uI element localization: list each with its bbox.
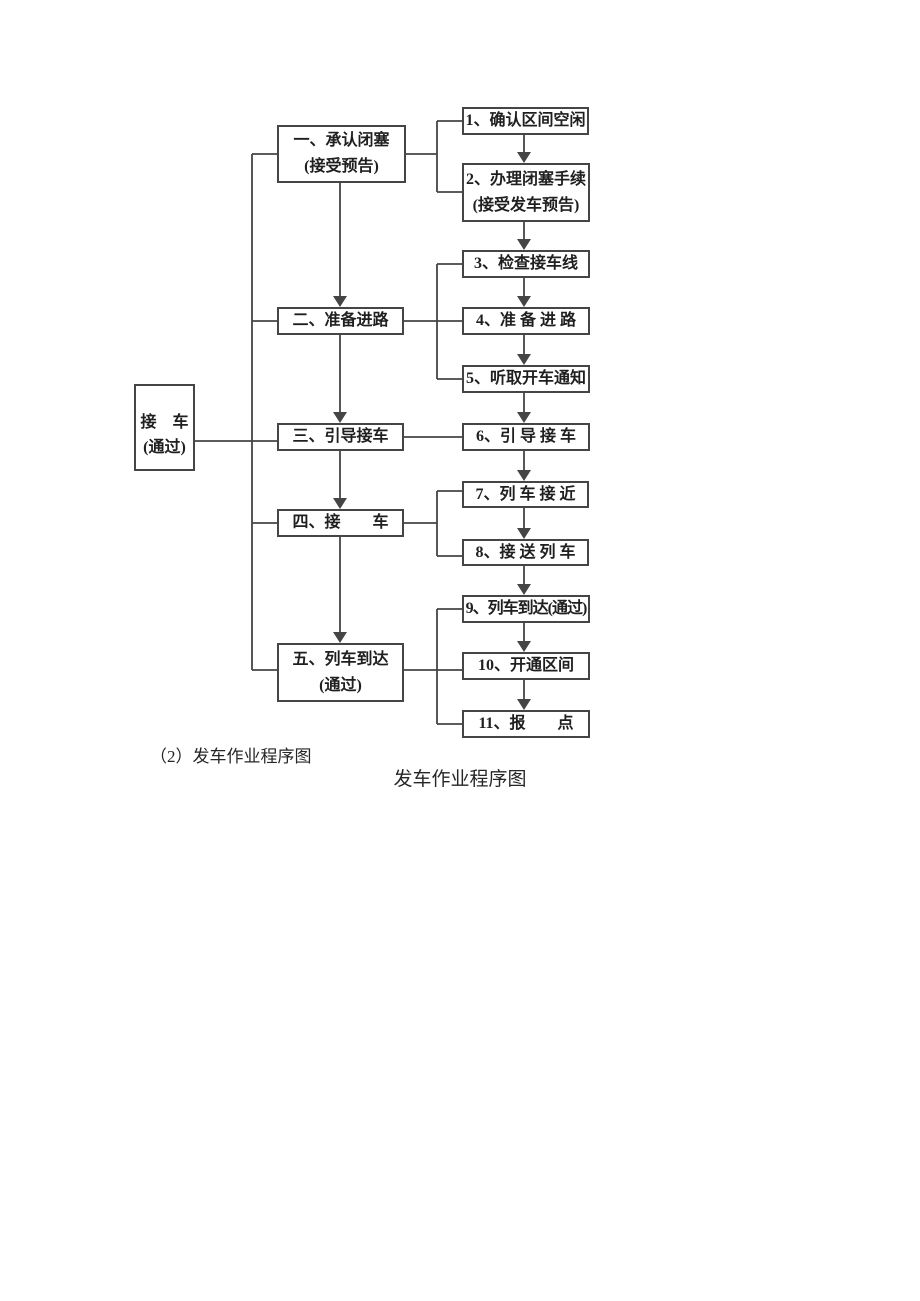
- box-label-line: (接受发车预告): [472, 196, 580, 214]
- box-label-line: (通过): [319, 676, 362, 694]
- step-box-4: 4、准 备 进 路: [462, 307, 590, 335]
- stage-box-3: 三、引导接车: [277, 423, 404, 451]
- connector-lines: [195, 120, 462, 725]
- stage-box-5: 五、列车到达 (通过): [277, 643, 404, 702]
- box-label-line: 7、列 车 接 近: [475, 485, 576, 503]
- step-box-5: 5、听取开车通知: [462, 365, 590, 393]
- box-label-line: 2、办理闭塞手续: [465, 170, 586, 188]
- box-receive-train: 接 车 (通过): [134, 384, 195, 471]
- box-label-line: 接 车: [140, 413, 189, 431]
- step-box-9: 9、列车到达(通过): [462, 595, 590, 623]
- box-label-line: 五、列车到达: [292, 650, 389, 668]
- step-box-10: 10、开通区间: [462, 652, 590, 680]
- box-label-line: 6、引 导 接 车: [475, 428, 576, 445]
- step-box-2: 2、办理闭塞手续 (接受发车预告): [462, 163, 590, 222]
- arrow-shafts: [339, 135, 525, 701]
- box-label-line: 11、报 点: [478, 715, 574, 732]
- box-label-line: 8、接 送 列 车: [475, 543, 576, 561]
- box-label-line: 三、引导接车: [292, 428, 389, 445]
- stage-box-1: 一、承认闭塞 (接受预告): [277, 125, 406, 183]
- box-label-line: 9、列车到达(通过): [465, 600, 588, 617]
- box-label-line: 四、接 车: [292, 514, 389, 531]
- box-label-line: 10、开通区间: [477, 657, 574, 674]
- step-box-7: 7、列 车 接 近: [462, 481, 589, 508]
- box-label-line: (接受预告): [304, 158, 379, 175]
- stage-box-2: 二、准备进路: [277, 307, 404, 335]
- box-label-line: (通过): [143, 438, 186, 456]
- box-label-line: 5、听取开车通知: [465, 370, 586, 387]
- step-box-3: 3、检查接车线: [462, 250, 590, 278]
- step-box-6: 6、引 导 接 车: [462, 423, 590, 451]
- list-item-caption: （2）发车作业程序图: [150, 747, 312, 766]
- box-label-line: 二、准备进路: [292, 312, 389, 329]
- step-box-11: 11、报 点: [462, 710, 590, 738]
- box-label-line: 4、准 备 进 路: [475, 312, 576, 329]
- box-label-line: 3、检查接车线: [473, 255, 578, 272]
- figure-title: 发车作业程序图: [393, 769, 527, 790]
- stage-box-4: 四、接 车: [277, 509, 404, 537]
- step-box-1: 1、确认区间空闲: [462, 107, 589, 135]
- box-label-line: 一、承认闭塞: [293, 132, 390, 149]
- step-box-8: 8、接 送 列 车: [462, 539, 589, 566]
- box-label-line: 1、确认区间空闲: [465, 112, 586, 129]
